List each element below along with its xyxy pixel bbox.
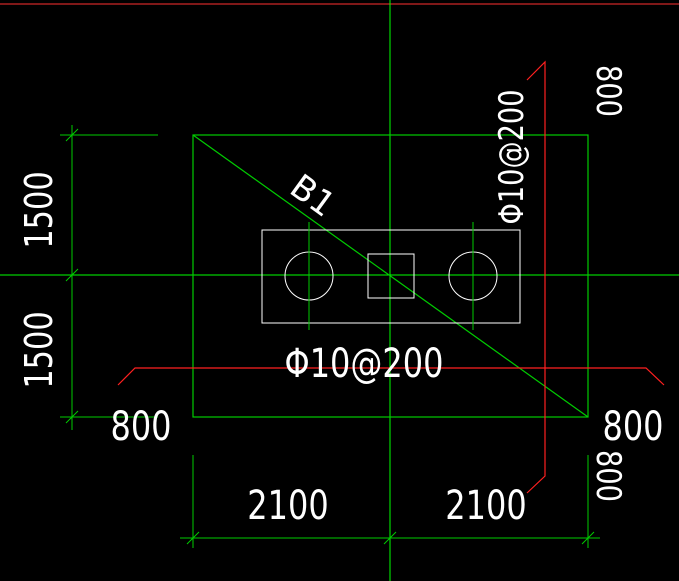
dim-bottom-overhang: 800 bbox=[588, 450, 628, 502]
column-square bbox=[367, 253, 415, 299]
rebar-vertical bbox=[526, 60, 546, 494]
dim-left-overhang: 800 bbox=[110, 402, 171, 449]
slab-diagonal bbox=[192, 134, 589, 418]
rebar-horizontal bbox=[117, 367, 665, 386]
dim-left-lower: 1500 bbox=[18, 311, 62, 388]
slab-outline bbox=[192, 134, 589, 418]
dim-bottom-left: 2100 bbox=[247, 481, 328, 528]
dim-top-overhang: 800 bbox=[588, 65, 628, 117]
rebar-horizontal-label: Φ10@200 bbox=[285, 339, 444, 386]
dim-bottom-right: 2100 bbox=[445, 481, 526, 528]
left-dimension-group bbox=[60, 125, 158, 430]
bottom-dimension-group bbox=[180, 455, 600, 548]
rebar-vertical-label: Φ10@200 bbox=[492, 89, 532, 224]
dim-left-upper: 1500 bbox=[18, 171, 62, 248]
dim-right-overhang: 800 bbox=[602, 402, 663, 449]
pile-cap-rect bbox=[261, 229, 521, 324]
